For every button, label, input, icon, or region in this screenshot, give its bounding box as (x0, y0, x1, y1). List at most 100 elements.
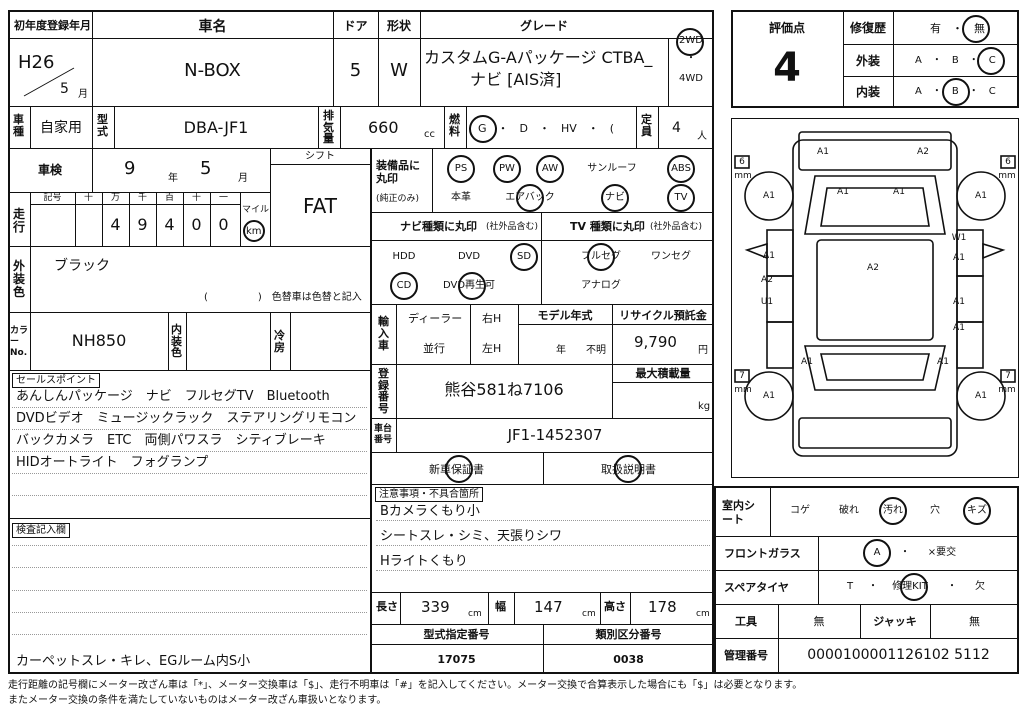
type-designation-label: 型式指定番号 (423, 628, 490, 641)
equipment-item: 本革 (451, 192, 471, 203)
capacity-unit: 人 (697, 131, 707, 142)
mileage-col-label: 一 (218, 193, 228, 203)
length-label: 長さ (376, 600, 398, 613)
recycle-value: 9,790 (634, 333, 677, 351)
mileage-digit: 0 (218, 215, 229, 234)
jack-label: ジャッキ (873, 615, 917, 628)
sales-point-rule (12, 451, 367, 452)
reg-month-value: 5 (60, 81, 69, 97)
max-load-label: 最大積載量 (635, 367, 691, 380)
seat-condition-item: 穴 (930, 505, 940, 516)
model-value: DBA-JF1 (183, 118, 249, 137)
type-designation-value: 17075 (437, 653, 476, 666)
footer-line-1: 走行距離の記号欄にメーター改ざん車は「*」、メーター交換車は「$」、走行不明車は… (8, 680, 803, 691)
equipment-label: 装備品に丸印 (376, 159, 420, 186)
mileage-label: 走行 (13, 207, 26, 235)
windshield-item: ×要交 (927, 547, 957, 558)
doors-value: 5 (349, 60, 362, 81)
width-unit: cm (582, 609, 596, 619)
mileage-col-label: 万 (110, 193, 120, 203)
tire-depth-label: 6 (1005, 157, 1011, 167)
nav-type-item: DVD (457, 251, 481, 262)
length-value: 339 (421, 598, 450, 616)
seat-condition-item: コゲ (790, 505, 810, 516)
tire-depth-label: mm (998, 171, 1016, 181)
exterior-options: A ・ B ・ C (915, 55, 996, 66)
displacement-label: 排気量 (323, 109, 334, 146)
registration-label: 登録番号 (378, 367, 389, 415)
model-year-label: モデル年式 (537, 309, 593, 322)
windshield-label: フロントガラス (724, 547, 801, 560)
equipment-selected-circle (516, 184, 544, 212)
reg-date-slash (23, 67, 75, 97)
import-dealer: ディーラー (408, 312, 463, 325)
grade-label: グレード (519, 19, 568, 33)
spare-tire-item: T (846, 581, 854, 592)
import-parallel: 並行 (423, 342, 445, 355)
nav-dvd-play-circle (458, 272, 486, 300)
mileage-digit: 0 (191, 215, 202, 234)
damage-mark: A1 (953, 297, 965, 307)
seat-label: 室内シート (722, 499, 755, 527)
sales-points-label: セールスポイント (12, 373, 100, 388)
model-year-value: 不明 (586, 345, 606, 356)
jack-value: 無 (969, 615, 980, 628)
mileage-km-circle (243, 220, 265, 242)
tire-depth-label: 7 (739, 371, 745, 381)
tire-depth-label: 7 (1005, 371, 1011, 381)
color-no-value: NH850 (71, 331, 127, 350)
inspection-year-unit: 年 (168, 173, 178, 184)
doors-label: ドア (343, 19, 368, 33)
interior-label: 内装 (855, 85, 880, 99)
capacity-label: 定員 (641, 113, 652, 139)
height-unit: cm (696, 609, 710, 619)
tools-value: 無 (813, 615, 825, 628)
note-line: Bカメラくもり小 (380, 504, 480, 519)
drive-2wd-circle (676, 28, 704, 56)
control-number-value: 0000100001126102 5112 (807, 647, 990, 663)
max-load-unit: kg (698, 401, 711, 412)
tv-type-item: ワンセグ (651, 251, 691, 262)
sales-point-rule (12, 429, 367, 430)
exterior-label: 外装 (855, 54, 880, 68)
category-value: 0038 (613, 653, 644, 666)
damage-mark: A1 (763, 191, 775, 201)
sales-point-line: DVDビデオ ミュージックラック ステアリングリモコン (16, 411, 357, 426)
warranty-circle (445, 455, 473, 483)
recycle-unit: 円 (698, 345, 708, 356)
damage-mark: U1 (761, 297, 773, 307)
fuel-gasoline-circle (469, 115, 497, 143)
height-value: 178 (648, 598, 677, 616)
equipment-sublabel: (純正のみ) (376, 194, 420, 204)
grade-line-2: ナビ [AIS済] (470, 70, 562, 89)
mileage-digit: 4 (164, 215, 175, 234)
seat-condition-item: 破れ (839, 505, 859, 516)
drive-dot: ・ (686, 53, 696, 64)
equipment-selected-circle (536, 155, 564, 183)
interior-color-label: 内装色 (171, 323, 182, 360)
width-value: 147 (534, 598, 563, 616)
shift-value: FAT (302, 194, 337, 218)
damage-mark: A1 (953, 253, 965, 263)
damage-mark: A1 (937, 357, 949, 367)
nav-type-item: HDD (392, 251, 416, 262)
sales-point-rule (12, 407, 367, 408)
equipment-item: サンルーフ (587, 163, 637, 174)
car-name-value: N-BOX (184, 60, 241, 81)
car-name-label: 車名 (198, 19, 227, 35)
model-year-unit: 年 (556, 345, 566, 356)
sales-point-line: HIDオートライト フォグランプ (16, 455, 209, 470)
note-line: シートスレ・シミ、天張りシワ (380, 529, 563, 544)
equipment-selected-circle (447, 155, 475, 183)
shift-label: シフト (305, 151, 335, 162)
exterior-color-value: ブラック (54, 258, 110, 274)
reg-month-unit: 月 (78, 89, 88, 100)
exterior-color-label: 外装色 (13, 259, 26, 300)
color-no-label: カラーNo. (10, 326, 29, 358)
tire-depth-label: mm (734, 385, 752, 395)
seat-scratch-circle (963, 497, 991, 525)
spare-repair-kit-circle (900, 573, 928, 601)
spare-tire-item: ・ (947, 581, 957, 592)
nav-types-label: ナビ種類に丸印 (400, 220, 477, 233)
